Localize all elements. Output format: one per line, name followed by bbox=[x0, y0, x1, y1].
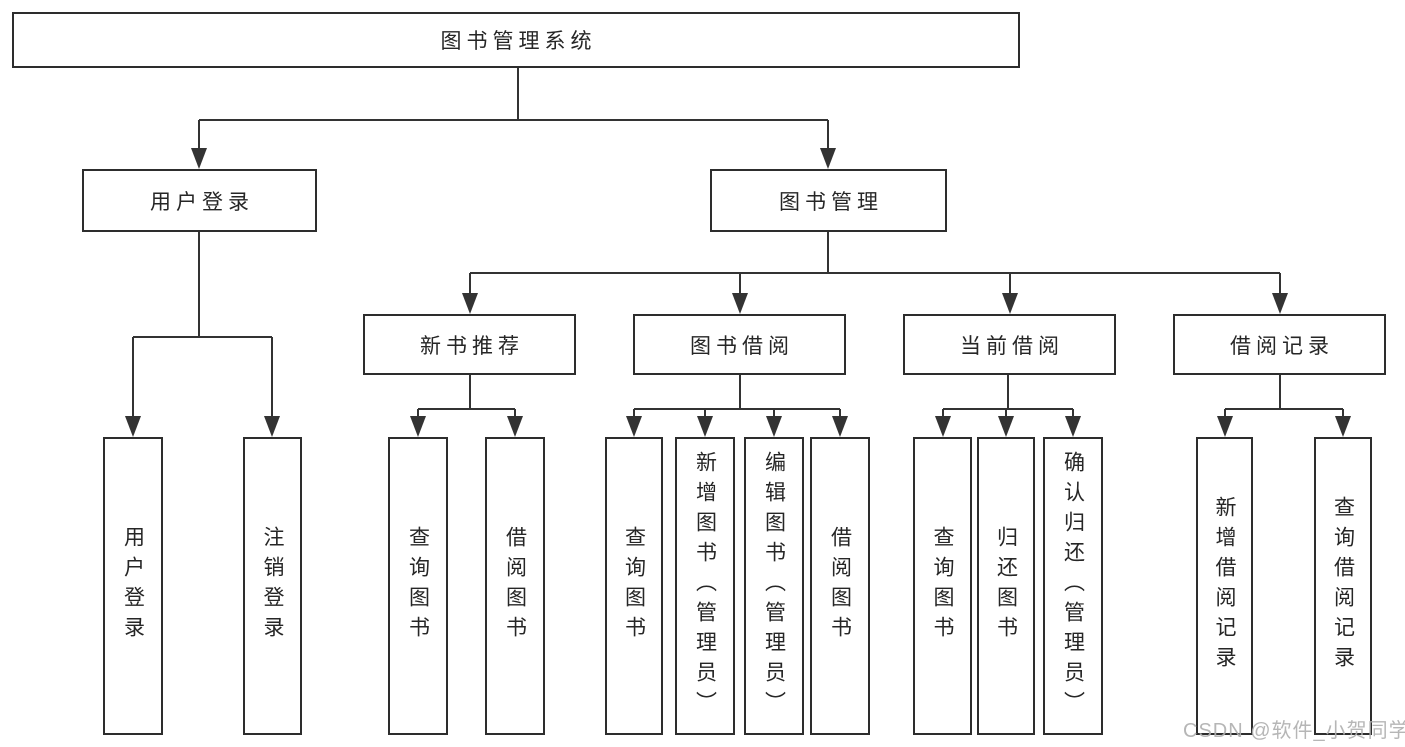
node-label: 图书借阅 bbox=[690, 334, 794, 358]
node-label: 图书管理 bbox=[779, 190, 883, 214]
node-user-login: 用户登录 bbox=[82, 169, 317, 232]
leaf-label: 编辑图书（管理员） bbox=[762, 451, 786, 721]
node-label: 借阅记录 bbox=[1230, 334, 1334, 358]
node-book-management: 图书管理 bbox=[710, 169, 947, 232]
leaf-label: 确认归还（管理员） bbox=[1061, 451, 1085, 721]
csdn-watermark: CSDN @软件_小贺同学 bbox=[1183, 720, 1405, 742]
leaf-label: 查询图书 bbox=[406, 526, 430, 646]
leaf-query-borrow-record: 查询借阅记录 bbox=[1314, 437, 1372, 735]
leaf-label: 查询图书 bbox=[622, 526, 646, 646]
leaf-label: 借阅图书 bbox=[503, 526, 527, 646]
node-book-borrow: 图书借阅 bbox=[633, 314, 846, 375]
leaf-return-books: 归还图书 bbox=[977, 437, 1035, 735]
leaf-label: 归还图书 bbox=[994, 526, 1018, 646]
leaf-add-borrow-record: 新增借阅记录 bbox=[1196, 437, 1253, 735]
node-current-borrow: 当前借阅 bbox=[903, 314, 1116, 375]
leaf-borrow-books: 借阅图书 bbox=[810, 437, 870, 735]
leaf-edit-books-admin: 编辑图书（管理员） bbox=[744, 437, 804, 735]
leaf-label: 用户登录 bbox=[121, 526, 145, 646]
node-borrow-records: 借阅记录 bbox=[1173, 314, 1386, 375]
leaf-label: 新增图书（管理员） bbox=[693, 451, 717, 721]
leaf-label: 注销登录 bbox=[261, 526, 284, 646]
leaf-query-books-recommend: 查询图书 bbox=[388, 437, 448, 735]
leaf-confirm-return-admin: 确认归还（管理员） bbox=[1043, 437, 1103, 735]
node-label: 新书推荐 bbox=[420, 334, 524, 358]
leaf-logout: 注销登录 bbox=[243, 437, 302, 735]
leaf-label: 查询图书 bbox=[931, 526, 954, 646]
node-new-book-recommend: 新书推荐 bbox=[363, 314, 576, 375]
node-label: 用户登录 bbox=[150, 190, 254, 214]
leaf-borrow-books-recommend: 借阅图书 bbox=[485, 437, 545, 735]
leaf-user-login: 用户登录 bbox=[103, 437, 163, 735]
leaf-label: 查询借阅记录 bbox=[1331, 496, 1355, 676]
leaf-add-books-admin: 新增图书（管理员） bbox=[675, 437, 735, 735]
leaf-query-books-current: 查询图书 bbox=[913, 437, 972, 735]
leaf-label: 借阅图书 bbox=[828, 526, 852, 646]
leaf-label: 新增借阅记录 bbox=[1213, 496, 1236, 676]
node-label: 当前借阅 bbox=[960, 334, 1064, 358]
leaf-query-books-borrow: 查询图书 bbox=[605, 437, 663, 735]
node-library-management-system: 图书管理系统 bbox=[12, 12, 1020, 68]
node-label: 图书管理系统 bbox=[440, 30, 597, 53]
